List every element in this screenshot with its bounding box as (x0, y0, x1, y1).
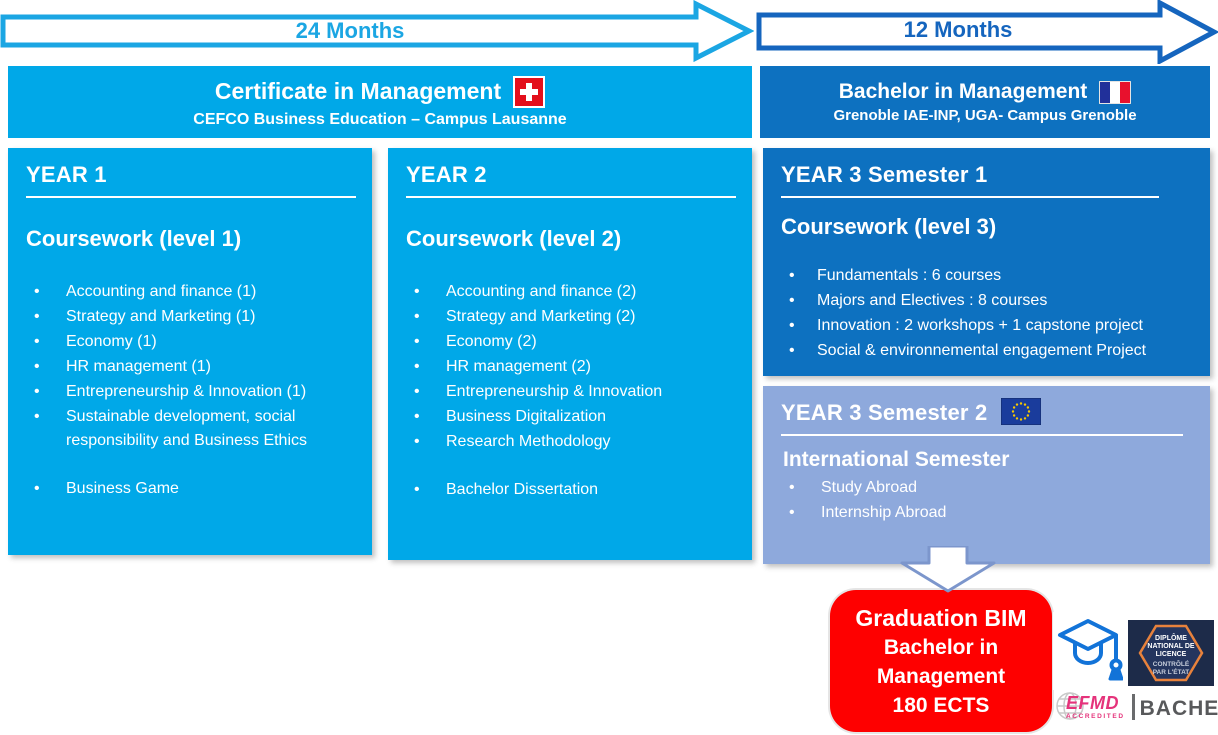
course-item: HR management (2) (402, 355, 740, 379)
course-item: Social & environnemental engagement Proj… (777, 339, 1198, 363)
year1-course-list: Accounting and finance (1) Strategy and … (22, 280, 360, 501)
year2-underline (406, 196, 736, 198)
year1-panel: YEAR 1 Coursework (level 1) Accounting a… (8, 148, 372, 555)
badge-line: LICENCE (1156, 651, 1187, 658)
efmd-divider (1131, 694, 1135, 720)
efmd-accredited-text: ACCREDITED (1066, 713, 1125, 720)
certificate-header: Certificate in Management CEFCO Business… (8, 66, 752, 138)
certificate-subtitle: CEFCO Business Education – Campus Lausan… (193, 110, 567, 128)
french-flag-icon (1099, 80, 1132, 104)
year2-course-list: Accounting and finance (2) Strategy and … (402, 280, 740, 502)
diplome-badge-icon: DIPLÔME NATIONAL DE LICENCE CONTRÔLÉ PAR… (1138, 624, 1204, 682)
course-item: Innovation : 2 workshops + 1 capstone pr… (777, 314, 1198, 338)
diplome-badge-tile: DIPLÔME NATIONAL DE LICENCE CONTRÔLÉ PAR… (1128, 620, 1214, 686)
course-item: HR management (1) (22, 355, 360, 379)
timeline-arrow-left (0, 0, 754, 63)
badge-line: DIPLÔME (1155, 633, 1187, 642)
year1-section-title: Coursework (level 1) (26, 226, 242, 251)
certificate-title: Certificate in Management (214, 78, 502, 104)
course-item: Research Methodology (402, 430, 740, 454)
year3s1-heading: YEAR 3 Semester 1 (781, 162, 988, 187)
bachelor-title: Bachelor in Management (838, 80, 1088, 103)
graduation-cap-tile (1053, 612, 1123, 690)
badge-line: CONTRÔLÉ (1153, 659, 1190, 668)
course-item: Bachelor Dissertation (402, 478, 740, 502)
course-item: Entrepreneurship & Innovation (1) (22, 380, 360, 404)
timeline-label-12-months: 12 Months (903, 17, 1013, 42)
year3-semester2-panel: YEAR 3 Semester 2 International Semester… (763, 386, 1210, 564)
course-item: Economy (1) (22, 330, 360, 354)
badge-line: PAR L'ÉTAT (1153, 667, 1190, 676)
course-item: Accounting and finance (1) (22, 280, 360, 304)
timeline-label-24-months: 24 Months (295, 18, 405, 43)
eu-flag-icon (1001, 397, 1042, 425)
course-item: Strategy and Marketing (1) (22, 305, 360, 329)
year3s2-course-list: Study Abroad Internship Abroad (777, 476, 1198, 525)
course-item: Economy (2) (402, 330, 740, 354)
year3s2-section-title: International Semester (783, 448, 1010, 471)
graduation-box: Graduation BIM Bachelor in Management 18… (830, 590, 1052, 732)
swiss-flag-icon (513, 75, 546, 108)
course-item: Strategy and Marketing (2) (402, 305, 740, 329)
course-item: Business Digitalization (402, 405, 740, 429)
course-item: Business Game (22, 477, 360, 501)
year2-section-title: Coursework (level 2) (406, 226, 622, 251)
graduation-title: Graduation BIM (855, 605, 1027, 631)
year2-heading: YEAR 2 (406, 162, 487, 187)
course-item: Study Abroad (777, 476, 1198, 500)
year3s2-heading: YEAR 3 Semester 2 (781, 400, 988, 425)
bachelor-header: Bachelor in Management Grenoble IAE-INP,… (760, 66, 1210, 138)
graduation-degree: Bachelor in Management (876, 636, 1006, 688)
efmd-brand-text: EFMD (1066, 693, 1119, 713)
globe-sketch-icon (1056, 692, 1084, 720)
year3s1-course-list: Fundamentals : 6 courses Majors and Elec… (777, 264, 1198, 363)
year3-semester1-panel: YEAR 3 Semester 1 Coursework (level 3) F… (763, 148, 1210, 376)
year3s1-section-title: Coursework (level 3) (781, 214, 997, 239)
efmd-program-text: BACHELOR (1139, 697, 1218, 720)
course-item: Majors and Electives : 8 courses (777, 289, 1198, 313)
efmd-logo: EFMD ACCREDITED BACHELOR (1050, 684, 1218, 735)
year2-panel: YEAR 2 Coursework (level 2) Accounting a… (388, 148, 752, 560)
course-item: Fundamentals : 6 courses (777, 264, 1198, 288)
course-item: Accounting and finance (2) (402, 280, 740, 304)
bachelor-subtitle: Grenoble IAE-INP, UGA- Campus Grenoble (833, 107, 1137, 124)
year1-underline (26, 196, 356, 198)
graduation-cap-icon (1058, 619, 1123, 681)
timeline-arrow-right (756, 0, 1218, 64)
course-item: Sustainable development, social responsi… (22, 405, 332, 453)
badge-line: NATIONAL DE (1147, 643, 1195, 650)
graduation-ects: 180 ECTS (892, 694, 990, 717)
year3s2-underline (781, 434, 1183, 436)
down-arrow-icon (900, 546, 996, 593)
course-item: Entrepreneurship & Innovation (402, 380, 740, 404)
year3s1-underline (781, 196, 1159, 198)
year1-heading: YEAR 1 (26, 162, 107, 187)
course-item: Internship Abroad (777, 501, 1198, 525)
